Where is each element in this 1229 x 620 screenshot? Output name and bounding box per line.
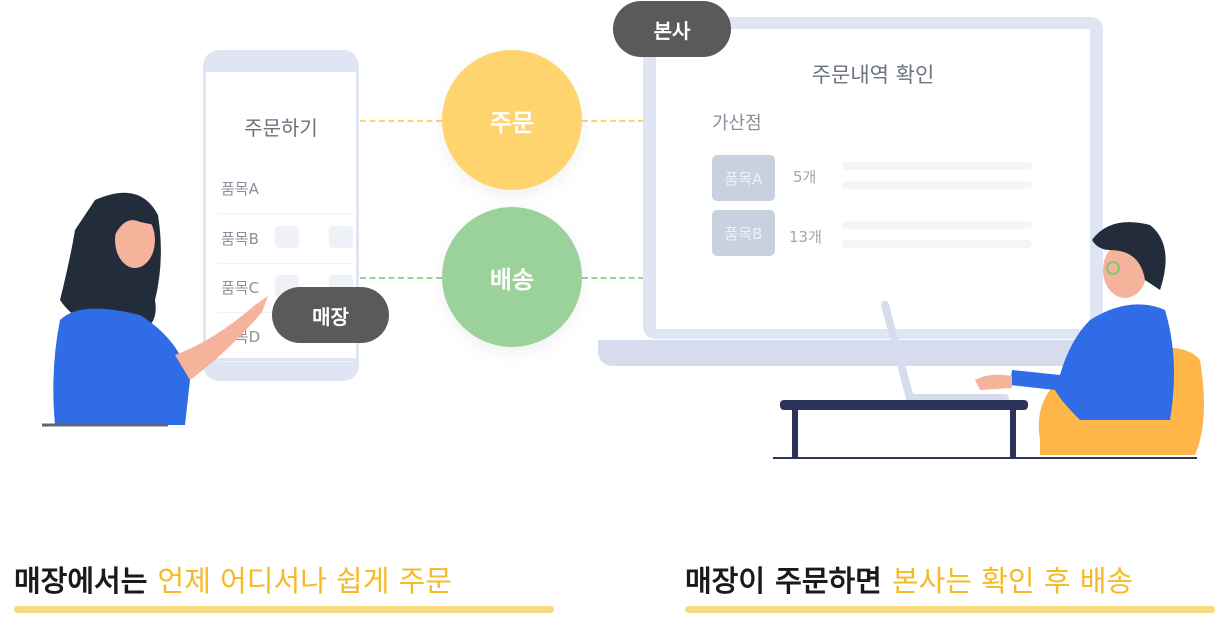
hq-label: 본사 — [613, 1, 731, 57]
stepper-minus — [275, 226, 299, 248]
phone-title: 주문하기 — [244, 116, 318, 140]
delivery-circle: 배송 — [442, 207, 582, 347]
caption-underline — [685, 606, 1215, 613]
branch-name: 가산점 — [712, 113, 762, 134]
monitor-title: 주문내역 확인 — [811, 63, 935, 87]
stepper-value — [302, 226, 326, 248]
delivery-connector — [582, 277, 644, 279]
man-figure — [773, 222, 1204, 459]
caption-right: 매장이 주문하면 본사는 확인 후 배송 — [685, 564, 1134, 598]
people-illustration — [42, 192, 1204, 459]
list-item: 품목A — [218, 164, 354, 214]
order-item-badge: 품목B — [712, 210, 775, 256]
caption-underline — [14, 606, 554, 613]
caption-left: 매장에서는 언제 어디서나 쉽게 주문 — [14, 564, 452, 598]
placeholder-bar — [842, 240, 1032, 248]
order-connector — [360, 120, 442, 122]
hq-monitor: 주문내역 확인 가산점 품목A 5개 품목B 13개 — [643, 17, 1103, 339]
order-item-badge: 품목A — [712, 155, 775, 201]
woman-figure — [42, 192, 268, 427]
order-qty: 13개 — [789, 228, 822, 246]
delivery-connector — [360, 277, 442, 279]
order-connector — [582, 120, 644, 122]
list-item: 품목B — [218, 214, 354, 264]
stepper-plus — [329, 226, 353, 248]
order-circle: 주문 — [442, 50, 582, 190]
monitor-screen: 주문내역 확인 가산점 품목A 5개 품목B 13개 — [656, 29, 1090, 329]
placeholder-bar — [842, 181, 1032, 189]
placeholder-bar — [842, 162, 1032, 170]
placeholder-bar — [842, 221, 1032, 229]
order-qty: 5개 — [793, 168, 817, 186]
store-label: 매장 — [272, 287, 389, 343]
